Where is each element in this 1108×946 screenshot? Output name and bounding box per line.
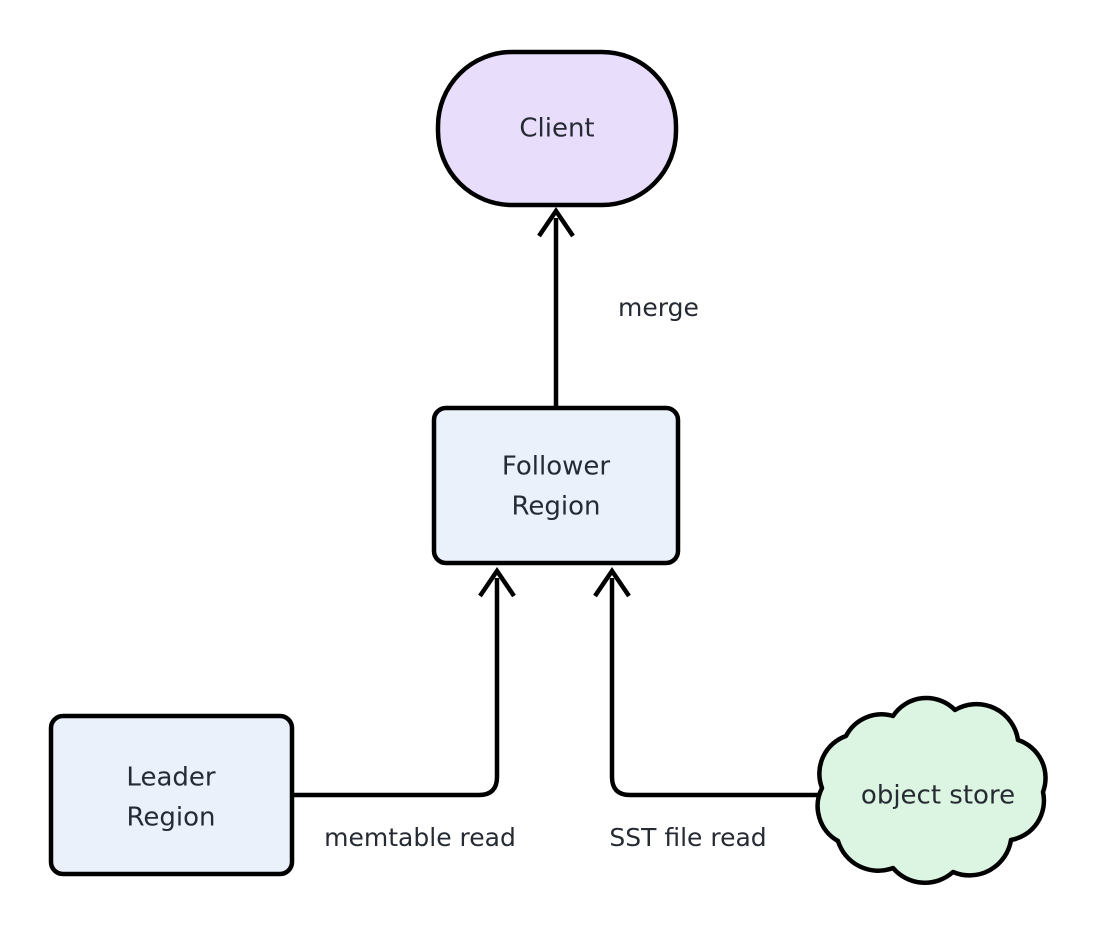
node-follower-region[interactable]: Follower Region (431, 405, 681, 566)
edge-label-memtable-read: memtable read (324, 823, 516, 852)
follower-region-shape (431, 405, 681, 566)
edge-line-sst-file-read (609, 578, 818, 798)
leader-region-label-line2: Region (126, 803, 215, 833)
follower-region-label-line1: Follower (502, 452, 611, 482)
edge-follower-to-client (537, 206, 575, 408)
edge-label-sst-file-read: SST file read (609, 823, 766, 852)
arrowhead-merge (537, 206, 575, 238)
object-store-label: object store (861, 781, 1015, 811)
leader-region-label-line1: Leader (126, 763, 215, 793)
edge-objectstore-to-follower (593, 566, 818, 798)
arrowhead-sst-file-read (593, 566, 631, 598)
follower-region-label-line2: Region (511, 492, 600, 522)
client-label: Client (519, 114, 594, 144)
node-client[interactable]: Client (435, 49, 679, 208)
edge-leader-to-follower (292, 566, 516, 798)
object-store-shape (815, 695, 1048, 885)
node-leader-region[interactable]: Leader Region (48, 713, 295, 877)
edge-line-memtable-read (292, 578, 500, 798)
leader-region-shape (48, 713, 295, 877)
edge-label-merge: merge (618, 293, 699, 322)
node-object-store[interactable]: object store (815, 695, 1048, 885)
client-shape (435, 49, 679, 208)
arrowhead-memtable-read (478, 566, 516, 598)
